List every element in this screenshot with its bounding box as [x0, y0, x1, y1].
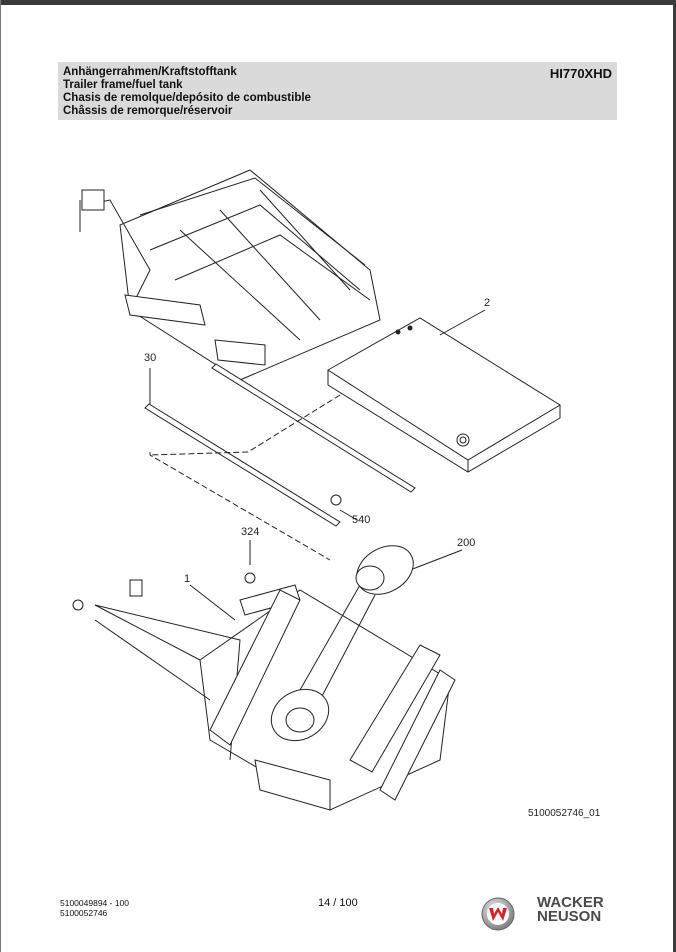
- brand-line-1: WACKER: [537, 894, 604, 911]
- model-name: HI770XHD: [549, 66, 612, 81]
- wacker-neuson-logo-icon: [481, 897, 515, 931]
- page-border-right: [673, 0, 676, 952]
- page-header: Anhängerrahmen/Kraftstofftank Trailer fr…: [58, 62, 617, 120]
- page-number: 14 / 100: [318, 897, 358, 909]
- page-border-top: [0, 0, 676, 5]
- leader-lines: [149, 309, 486, 621]
- brand-name: WACKER NEUSON: [537, 894, 604, 925]
- callout-200: 200: [457, 537, 476, 549]
- upper-frame: [79, 169, 381, 381]
- title-fr: Châssis de remorque/réservoir: [63, 105, 233, 117]
- doc-number-2: 5100052746: [60, 908, 108, 918]
- header-titles: Anhängerrahmen/Kraftstofftank Trailer fr…: [63, 66, 311, 118]
- mounting-strips: [144, 363, 416, 561]
- callout-1: 1: [184, 573, 191, 585]
- callout-2: 2: [484, 297, 491, 309]
- fuel-tank: [327, 317, 561, 473]
- lower-trailer: [72, 545, 456, 811]
- callout-30: 30: [144, 352, 157, 364]
- brand-line-2: NEUSON: [537, 908, 602, 925]
- image-code: 5100052746_01: [528, 808, 601, 819]
- callout-540: 540: [352, 514, 371, 526]
- title-de: Anhängerrahmen/Kraftstofftank: [63, 66, 237, 78]
- title-es: Chasis de remolque/depósito de combustib…: [63, 92, 311, 104]
- document-numbers: 5100049894 - 100 5100052746: [60, 898, 129, 918]
- callout-324: 324: [241, 526, 260, 538]
- title-en: Trailer frame/fuel tank: [63, 79, 183, 91]
- page-border-left: [0, 0, 1, 952]
- doc-number-1: 5100049894 - 100: [60, 898, 130, 908]
